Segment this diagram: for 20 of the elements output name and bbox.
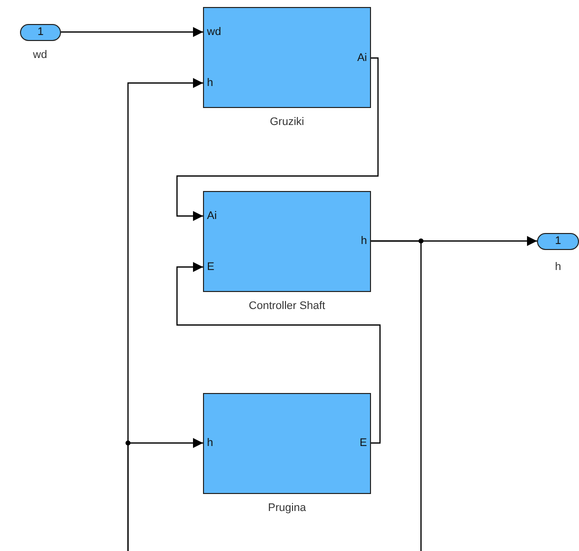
signal-line (127, 438, 203, 551)
output-port-label: h (360, 235, 367, 247)
block-name: Controller Shaft (248, 300, 326, 312)
signal-line (371, 240, 422, 551)
input-port-label: h (207, 77, 214, 89)
signal-line (176, 57, 379, 221)
input-port-label: wd (207, 26, 222, 38)
input-port-label: E (207, 261, 214, 273)
output-port-label: E (360, 437, 367, 449)
signal-line (61, 27, 203, 37)
signal-line (176, 262, 381, 444)
block-name: Prugina (267, 502, 307, 514)
port-name: h (555, 261, 562, 273)
block-name: Gruziki (268, 116, 306, 128)
output-port-label: Ai (357, 52, 367, 64)
input-port-label: h (207, 437, 214, 449)
port-name: wd (33, 49, 48, 61)
port-terminal: 1 (537, 233, 579, 250)
input-port-label: Ai (207, 210, 217, 222)
port-terminal: 1 (20, 24, 61, 41)
